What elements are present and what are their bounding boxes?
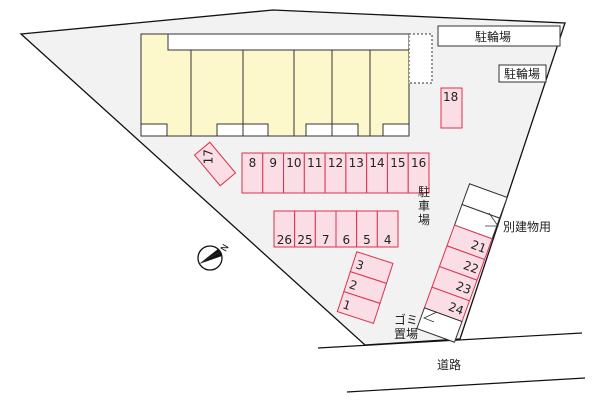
parking-slot-22: 22 [438,245,486,281]
parking-slot-11: 11 [303,152,326,194]
slot-number: 11 [307,156,322,170]
garbage-label: 置場 [394,327,418,341]
slot-number: 26 [277,233,292,247]
slot-box [407,152,430,194]
slot-number: 23 [454,279,473,297]
leader-line [485,212,499,227]
slot-number: 14 [369,156,384,170]
parking-slot-5: 5 [356,210,378,248]
parking-slot-1: 1 [336,291,381,324]
slot-number: 25 [297,233,312,247]
svg-text:車: 車 [418,199,430,213]
parking-slot-9: 9 [262,152,285,194]
north-arrow-icon: N [197,243,232,271]
slot-number: 1 [341,297,353,313]
slot-number: 3 [354,257,366,273]
parking-slot-15: 15 [386,152,409,194]
slot-number: 8 [249,156,257,170]
parking-slot-18: 18 [440,87,463,129]
bicycle-parking-1: 駐輪場 [437,25,561,47]
slot-number: 12 [328,156,343,170]
svg-text:駐: 駐 [418,184,430,199]
slot-number: 7 [322,233,330,247]
parking-label: 駐 車 場 [418,184,430,227]
parking-slot-12: 12 [324,152,347,194]
road-label: 道路 [437,357,461,372]
slot-number: 2 [347,277,359,293]
svg-text:N: N [220,243,232,254]
svg-text:17: 17 [202,149,216,164]
leader-line [422,311,438,323]
parking-slot-8: 8 [241,152,264,194]
other-building-label: 別建物用 [503,220,551,234]
slot-number: 15 [390,156,405,170]
slot-box [336,291,381,324]
slot-number: 21 [469,237,488,255]
parking-slot-7: 7 [314,210,337,248]
parking-slot-6: 6 [335,210,358,248]
slot-number: 9 [269,156,277,170]
parking-slot-4: 4 [376,210,399,248]
apartment-building [140,33,433,137]
parking-slot-17: 17 [193,141,237,187]
slot-number: 16 [411,156,426,170]
slot-number: 10 [286,156,301,170]
parking-slot-13: 13 [345,152,368,194]
slot-number: 6 [343,233,351,247]
svg-text:場: 場 [418,213,430,227]
slot-number: 24 [446,300,465,318]
parking-group-left: 3 2 1 [336,251,394,324]
parking-slot-25: 25 [294,210,316,248]
slot-number: 22 [461,258,480,276]
svg-text:18: 18 [443,90,458,104]
slot-number: 4 [384,233,392,247]
parking-slot-23: 23 [431,265,478,302]
slot-box [376,210,399,248]
garbage-label: ゴミ [394,312,418,327]
parking-slot-14: 14 [366,152,388,194]
svg-text:駐輪場: 駐輪場 [475,29,511,44]
parking-slot-21: 21 [446,224,493,261]
parking-slot-16: 16 [407,152,430,194]
parking-slot-26: 26 [273,210,296,248]
road-edge-lower [346,377,586,393]
parking-group-right: 21 22 23 24 [416,183,508,343]
bicycle-parking-2: 駐輪場 [498,64,547,83]
parking-slot-10: 10 [283,152,305,194]
slot-number: 5 [363,233,371,247]
slot-number: 13 [349,156,364,170]
svg-text:駐輪場: 駐輪場 [504,66,540,81]
